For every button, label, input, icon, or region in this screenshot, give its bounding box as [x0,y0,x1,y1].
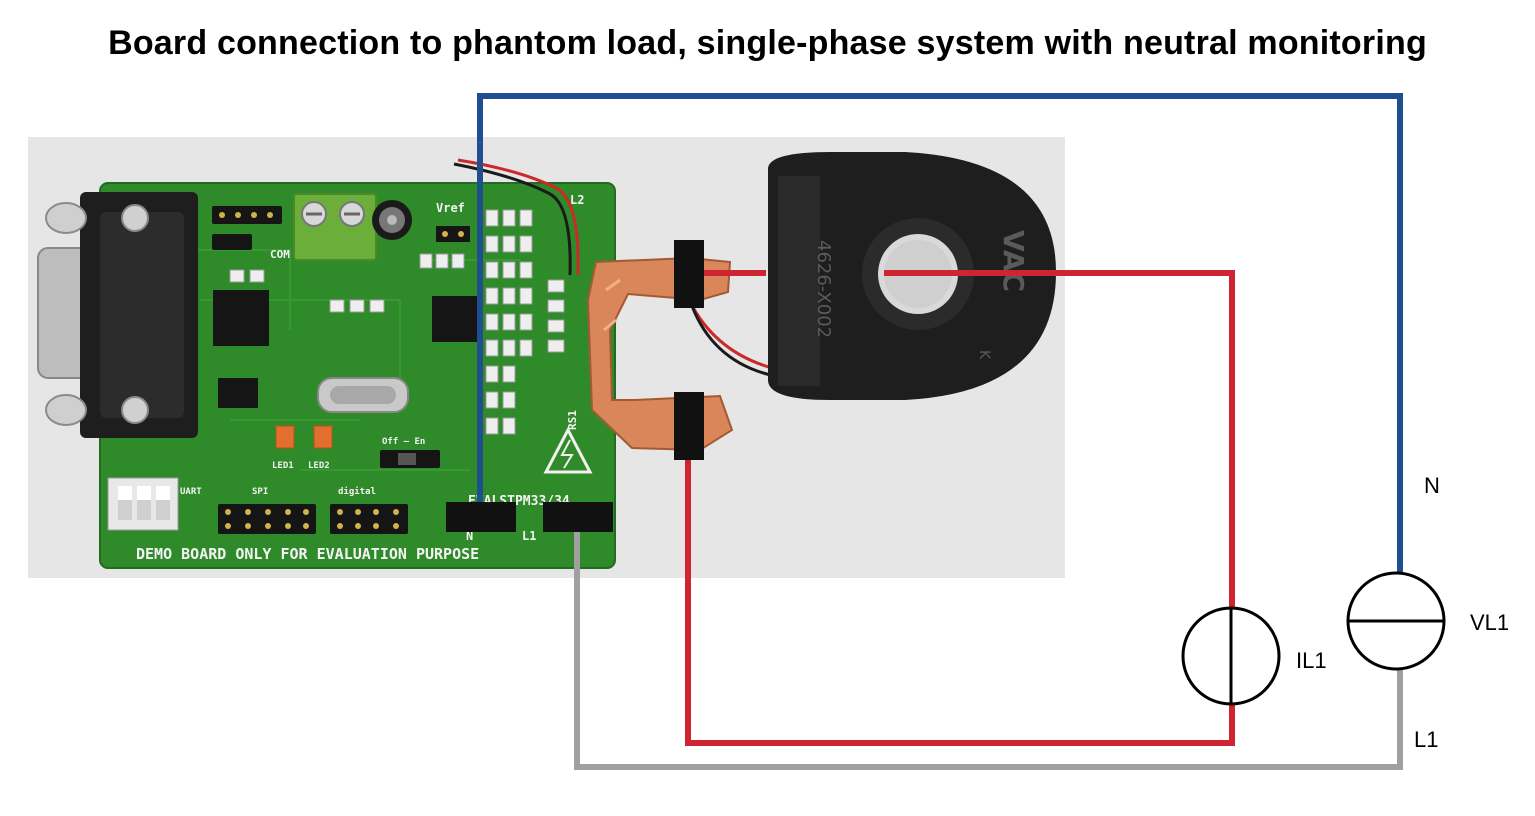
capacitor [372,200,412,240]
screw-terminal [293,193,377,261]
current-wire-lower [685,455,1235,746]
line-connector-clamp [543,502,613,532]
serial-connector [37,192,198,438]
current-source-label: IL1 [1296,648,1327,673]
uart-label: UART [180,487,202,497]
sensor-part-label: 4626-X002 [813,240,834,338]
voltage-source-symbol [1346,571,1446,671]
digital-label: digital [338,486,376,497]
neutral-wire [477,93,1403,573]
l2-label: L2 [570,193,584,207]
current-wire-through-sensor [884,270,1235,608]
rs1-label: RS1 [566,410,579,430]
current-source-symbol [1181,606,1281,706]
shunt-clamp-bottom [674,392,704,460]
diagram-title: Board connection to phantom load, single… [108,24,1427,62]
led1-label: LED1 [272,461,294,471]
voltage-source-label: VL1 [1470,610,1509,635]
conn-l1-label: L1 [522,529,536,543]
evaluation-board: DEMO BOARD ONLY FOR EVALUATION PURPOSE E… [37,182,616,569]
line-wire [574,530,1403,770]
vref-label: Vref [436,201,465,215]
com-label: COM [270,248,290,261]
line-label: L1 [1414,727,1438,752]
neutral-label: N [1424,473,1440,498]
neutral-connector-clamp [446,502,516,532]
off-en-label: Off — En [382,437,425,447]
led-pair [275,425,333,449]
sensor-k-label: K [976,350,992,360]
dip-switch [107,477,179,531]
spi-label: SPI [252,487,268,497]
shunt-clamp-top [674,240,704,308]
board-silkscreen-label: DEMO BOARD ONLY FOR EVALUATION PURPOSE [136,545,479,563]
warning-icon [543,426,593,474]
led2-label: LED2 [308,461,330,471]
conn-n-label: N [466,529,473,543]
sensor-brand-label: VAC [997,230,1030,292]
